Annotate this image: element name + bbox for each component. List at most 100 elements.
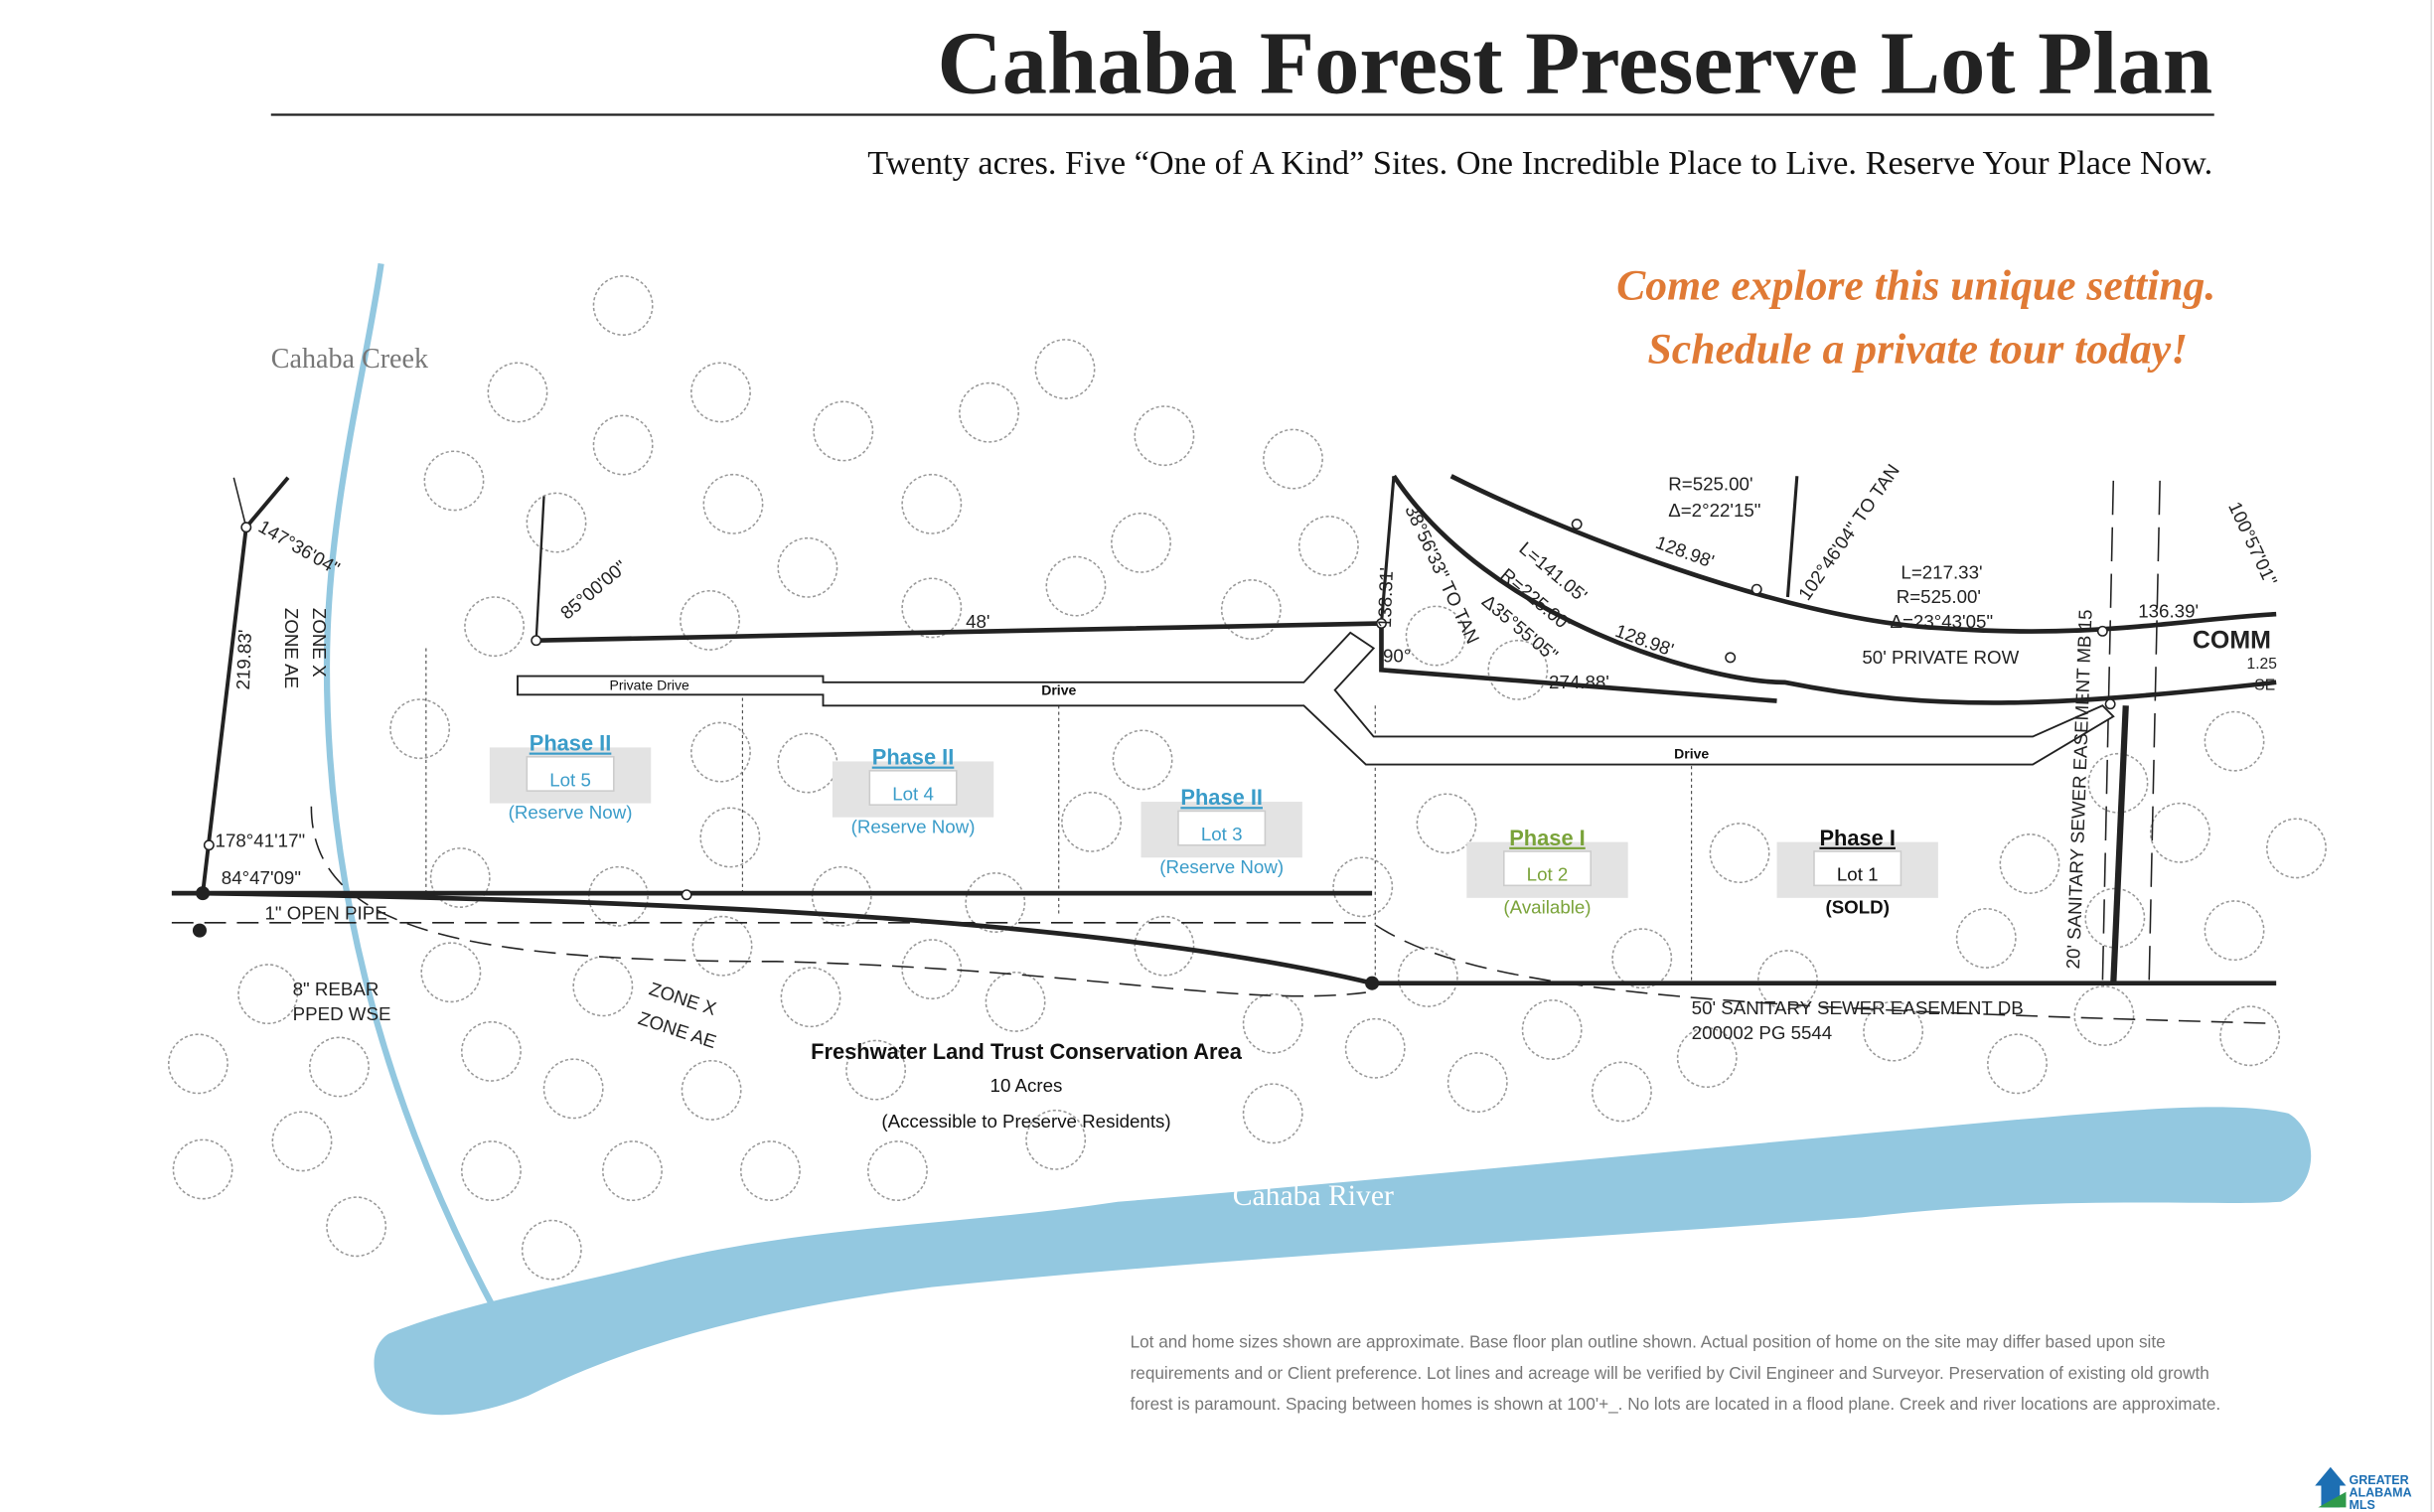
svg-text:forest is paramount. Spacing b: forest is paramount. Spacing between hom…	[1131, 1394, 2221, 1414]
svg-text:100°57'01": 100°57'01"	[2224, 499, 2281, 589]
lot-label-box	[1177, 810, 1267, 846]
river-label: Cahaba River	[1233, 1180, 1394, 1212]
tree-icon	[811, 865, 872, 927]
tree-icon	[1987, 1033, 2048, 1095]
lot-label-box	[1813, 850, 1902, 887]
tree-icon	[487, 362, 548, 423]
svg-text:147°36'04": 147°36'04"	[255, 516, 344, 578]
tree-icon	[588, 865, 649, 927]
tree-icon	[1709, 823, 1770, 884]
tree-icon	[965, 872, 1026, 933]
svg-text:ALABAMA: ALABAMA	[2350, 1485, 2412, 1499]
svg-text:PPED WSE: PPED WSE	[293, 1003, 391, 1024]
tree-icon	[326, 1196, 387, 1258]
tree-icon	[2087, 752, 2149, 814]
svg-text:GREATER: GREATER	[2350, 1473, 2409, 1487]
drive-label: Drive	[1041, 681, 1076, 697]
tree-icon	[237, 964, 299, 1025]
lot-number: Lot 4	[892, 783, 934, 804]
lot-status: (Reserve Now)	[1159, 856, 1284, 877]
promo-line-2: Schedule a private tour today!	[1648, 325, 2189, 373]
lot-label-box	[868, 770, 958, 806]
trees	[167, 275, 2327, 1281]
svg-text:50' SANITARY SEWER EASEMENT DB: 50' SANITARY SEWER EASEMENT DB	[1692, 997, 2024, 1018]
tree-icon	[813, 400, 874, 462]
tree-icon	[777, 536, 838, 598]
tree-icon	[699, 807, 761, 868]
lot-4-marker[interactable]: Phase II Lot 4 (Reserve Now)	[832, 745, 994, 837]
tree-icon	[901, 473, 963, 534]
tree-icon	[1220, 579, 1282, 640]
svg-text:ZONE X: ZONE X	[309, 608, 330, 678]
svg-text:85°00'00": 85°00'00"	[556, 556, 631, 624]
svg-text:requirements and or Client pre: requirements and or Client preference. L…	[1131, 1363, 2209, 1383]
tree-icon	[271, 1111, 333, 1172]
svg-text:Δ=2°22'15": Δ=2°22'15"	[1668, 500, 1760, 521]
tree-icon	[1521, 999, 1583, 1060]
tree-icon	[901, 939, 963, 1000]
tree-icon	[691, 915, 753, 977]
conservation-title: Freshwater Land Trust Conservation Area	[811, 1039, 1243, 1064]
tree-icon	[389, 698, 451, 760]
tree-icon	[464, 596, 526, 658]
lot-phase: Phase I	[1509, 826, 1585, 850]
svg-text:90°: 90°	[1383, 646, 1411, 667]
tree-icon	[172, 1138, 233, 1200]
lot-status: (Reserve Now)	[509, 802, 633, 823]
conservation-acres: 10 Acres	[990, 1075, 1063, 1096]
tree-icon	[777, 732, 838, 794]
svg-text:Δ=23°43'05": Δ=23°43'05"	[1890, 611, 1993, 632]
lot-3-marker[interactable]: Phase II Lot 3 (Reserve Now)	[1141, 785, 1302, 877]
tree-icon	[167, 1033, 228, 1095]
tree-icon	[901, 577, 963, 639]
svg-text:48': 48'	[966, 611, 989, 632]
svg-text:ZONE AE: ZONE AE	[281, 608, 302, 688]
private-drive-label: Private Drive	[610, 678, 690, 693]
svg-text:R=525.00': R=525.00'	[1897, 586, 1981, 607]
tree-icon	[1061, 791, 1122, 852]
lot-1-marker[interactable]: Phase I Lot 1 (SOLD)	[1776, 826, 1938, 918]
tree-icon	[1591, 1061, 1652, 1123]
svg-text:R=525.00': R=525.00'	[1668, 473, 1752, 494]
page-subtitle: Twenty acres. Five “One of A Kind” Sites…	[867, 144, 2212, 182]
tree-icon	[1446, 1052, 1508, 1114]
tree-icon	[461, 1020, 522, 1082]
lot-number: Lot 1	[1837, 864, 1879, 885]
tree-icon	[592, 414, 654, 476]
lot-label-box	[1503, 850, 1592, 887]
tree-icon	[702, 473, 764, 534]
svg-text:1.25: 1.25	[2247, 656, 2278, 673]
tree-icon	[866, 1140, 928, 1202]
svg-text:8" REBAR: 8" REBAR	[293, 979, 380, 999]
tree-icon	[681, 1059, 742, 1121]
tree-icon	[526, 492, 587, 553]
svg-text:178°41'17": 178°41'17"	[216, 830, 306, 850]
tree-icon	[1242, 1083, 1303, 1144]
tree-icon	[521, 1219, 582, 1281]
tree-icon	[1955, 907, 2017, 969]
cahaba-river	[374, 1107, 2312, 1416]
tree-icon	[1025, 1109, 1087, 1170]
tree-icon	[1611, 928, 1673, 989]
svg-text:MLS: MLS	[2350, 1498, 2375, 1512]
tree-icon	[423, 450, 485, 512]
svg-text:274.88': 274.88'	[1549, 672, 1609, 692]
tree-icon	[2073, 985, 2135, 1046]
lot-5-marker[interactable]: Phase II Lot 5 (Reserve Now)	[489, 731, 652, 824]
tree-icon	[1416, 793, 1477, 854]
lot-2-marker[interactable]: Phase I Lot 2 (Available)	[1466, 826, 1628, 918]
tree-icon	[2149, 802, 2210, 863]
tree-icon	[739, 1140, 801, 1202]
svg-text:1" OPEN PIPE: 1" OPEN PIPE	[265, 903, 387, 924]
greater-alabama-mls-logo: GREATER ALABAMA MLS	[2315, 1466, 2412, 1512]
creek-label: Cahaba Creek	[271, 344, 429, 375]
tree-icon	[1263, 428, 1323, 490]
cahaba-creek	[323, 262, 501, 1317]
tree-icon	[959, 381, 1019, 443]
lot-status: (SOLD)	[1825, 896, 1889, 917]
lot-status: (Available)	[1503, 896, 1591, 917]
tree-icon	[780, 967, 841, 1028]
lot-phase: Phase I	[1819, 826, 1896, 850]
svg-text:SE: SE	[2254, 678, 2275, 694]
